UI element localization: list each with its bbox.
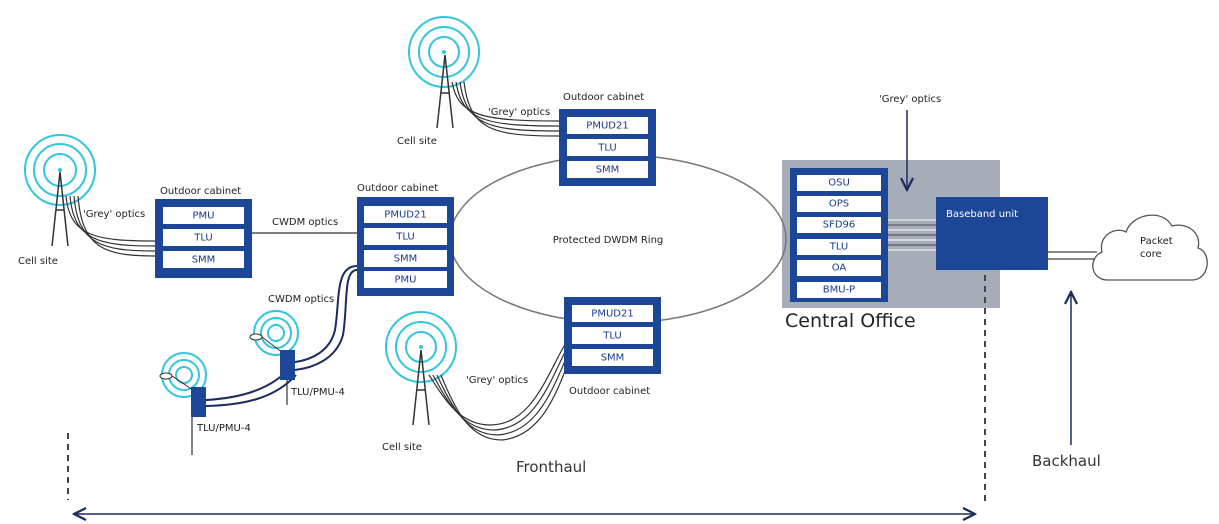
packet-core-label-line2: core bbox=[1140, 249, 1162, 260]
cabinet-mid: PMUD21 TLU SMM PMU bbox=[357, 197, 454, 296]
cabinet-left-slot-label: TLU bbox=[193, 233, 213, 244]
antenna-mast-icon bbox=[51, 171, 69, 247]
central-office-slot-label: BMU-P bbox=[823, 285, 855, 296]
cabinet-mid-slot bbox=[364, 206, 447, 223]
cabinet-left-slot bbox=[163, 251, 244, 268]
central-office-slot-label: OSU bbox=[828, 178, 850, 189]
central-office-slot bbox=[797, 175, 881, 191]
cabinet-top-slot bbox=[567, 161, 648, 178]
cabinet-mid-slot-label: PMUD21 bbox=[384, 210, 426, 221]
cabinet-bottom-slot bbox=[572, 305, 653, 322]
cabinet-top-slot-label: PMUD21 bbox=[586, 121, 628, 132]
tlu-pmu-upper-label: TLU/PMU-4 bbox=[290, 387, 345, 398]
central-office-slot bbox=[797, 282, 881, 298]
small-cell-upper bbox=[249, 310, 299, 405]
fronthaul-label: Fronthaul bbox=[516, 458, 586, 476]
cabinet-left-slot bbox=[163, 229, 244, 246]
cabinet-mid-slot-label: TLU bbox=[395, 232, 415, 243]
central-office-slot-label: OA bbox=[832, 263, 847, 274]
cabinet-mid-slot bbox=[364, 250, 447, 267]
cell-site-bottom-label: Cell site bbox=[382, 442, 422, 453]
cabinet-bottom-slot bbox=[572, 327, 653, 344]
central-office-slot bbox=[797, 239, 881, 255]
cabinet-left: PMU TLU SMM bbox=[155, 199, 252, 278]
cabinet-left-slot-label: SMM bbox=[192, 255, 216, 266]
cell-site-bottom bbox=[385, 311, 457, 426]
grey-optics-co-label: 'Grey' optics bbox=[879, 94, 941, 105]
tlu-pmu-lower-label: TLU/PMU-4 bbox=[196, 423, 251, 434]
packet-core-cloud-icon bbox=[1092, 214, 1208, 281]
central-office-slot-label: SFD96 bbox=[823, 220, 856, 231]
central-office-slot bbox=[797, 196, 881, 212]
fiber-bottom-grey bbox=[428, 345, 571, 441]
central-office-slot bbox=[797, 217, 881, 233]
grey-optics-bottom-label: 'Grey' optics bbox=[466, 375, 528, 386]
antenna-mast-icon bbox=[436, 54, 454, 129]
cabinet-bottom: PMUD21 TLU SMM bbox=[564, 297, 661, 374]
cwdm-optics-bottom-label: CWDM optics bbox=[268, 294, 334, 305]
cabinet-bottom-label: Outdoor cabinet bbox=[569, 386, 650, 397]
central-office-rack: OSU OPS SFD96 TLU OA BMU-P bbox=[790, 168, 888, 302]
baseband-unit bbox=[936, 197, 1048, 270]
antenna-mast-icon bbox=[412, 349, 430, 426]
fiber-top-grey bbox=[451, 81, 560, 137]
central-office-slot-label: TLU bbox=[829, 242, 849, 253]
cabinet-top-slot-label: TLU bbox=[597, 143, 617, 154]
cabinet-bottom-slot-label: SMM bbox=[601, 353, 625, 364]
cabinet-left-label: Outdoor cabinet bbox=[160, 186, 241, 197]
cabinet-mid-slot-label: PMU bbox=[395, 275, 417, 286]
cell-site-top bbox=[408, 16, 480, 129]
grey-optics-co-lines bbox=[888, 219, 936, 251]
grey-optics-top-label: 'Grey' optics bbox=[488, 107, 550, 118]
cabinet-mid-slot bbox=[364, 228, 447, 245]
cabinet-top: PMUD21 TLU SMM bbox=[559, 109, 656, 186]
central-office-slot-label: OPS bbox=[829, 199, 849, 210]
cabinet-mid-slot bbox=[364, 271, 447, 288]
cabinet-top-slot-label: SMM bbox=[596, 165, 620, 176]
packet-core-label-line1: Packet bbox=[1140, 236, 1173, 247]
cabinet-bottom-slot-label: TLU bbox=[602, 331, 622, 342]
cabinet-mid-label: Outdoor cabinet bbox=[357, 183, 438, 194]
cabinet-bottom-slot bbox=[572, 349, 653, 366]
cwdm-optics-top-label: CWDM optics bbox=[272, 217, 338, 228]
cabinet-left-slot bbox=[163, 207, 244, 224]
ring-label: Protected DWDM Ring bbox=[553, 235, 664, 246]
cabinet-left-slot-label: PMU bbox=[193, 211, 215, 222]
fiber-cwdm-small-cells bbox=[205, 265, 358, 407]
grey-optics-left-label: 'Grey' optics bbox=[83, 209, 145, 220]
cabinet-bottom-slot-label: PMUD21 bbox=[591, 309, 633, 320]
baseband-unit-label: Baseband unit bbox=[946, 209, 1018, 220]
cabinet-top-slot bbox=[567, 117, 648, 134]
central-office-label: Central Office bbox=[785, 310, 916, 332]
cabinet-mid-slot-label: SMM bbox=[394, 254, 418, 265]
backhaul-label: Backhaul bbox=[1032, 452, 1101, 470]
cabinet-top-label: Outdoor cabinet bbox=[563, 92, 644, 103]
fiber-left-grey bbox=[65, 195, 156, 257]
small-cell-lower bbox=[159, 352, 207, 455]
central-office-slot bbox=[797, 260, 881, 276]
cell-site-top-label: Cell site bbox=[397, 136, 437, 147]
cell-site-left bbox=[24, 134, 96, 247]
cell-site-left-label: Cell site bbox=[18, 256, 58, 267]
cabinet-top-slot bbox=[567, 139, 648, 156]
